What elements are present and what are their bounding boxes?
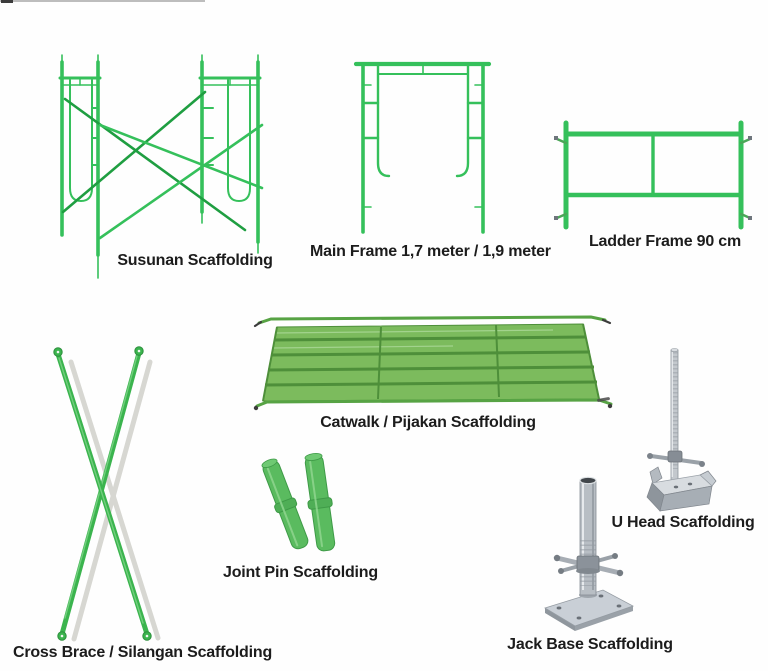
top-edge-line [0, 0, 205, 2]
jack-base-figure [523, 468, 658, 636]
main-frame-figure [350, 55, 495, 240]
u-head-label: U Head Scaffolding [611, 514, 755, 531]
ladder-frame-illustration [554, 120, 752, 230]
jack-base-illustration [544, 476, 634, 631]
ladder-frame-label: Ladder Frame 90 cm [588, 233, 742, 250]
susunan-scaffolding-label: Susunan Scaffolding [117, 252, 273, 269]
catwalk-figure [253, 307, 613, 412]
u-head-illustration [646, 348, 717, 512]
cross-brace-label: Cross Brace / Silangan Scaffolding [12, 644, 273, 661]
joint-pin-label: Joint Pin Scaffolding [223, 564, 378, 581]
cross-brace-illustration [53, 346, 161, 642]
susunan-scaffolding-illustration [58, 54, 264, 279]
main-frame-illustration [353, 61, 492, 234]
main-frame-label: Main Frame 1,7 meter / 1,9 meter [310, 243, 551, 260]
cross-brace-figure [25, 338, 185, 648]
susunan-scaffolding-figure [40, 52, 290, 287]
u-head-figure [638, 337, 753, 515]
joint-pin-figure [245, 443, 355, 558]
top-edge-stub [1, 0, 13, 3]
catwalk-label: Catwalk / Pijakan Scaffolding [320, 414, 536, 431]
joint-pin-illustration [261, 452, 336, 552]
jack-base-label: Jack Base Scaffolding [507, 636, 673, 653]
catwalk-illustration [253, 315, 613, 411]
ladder-frame-figure [553, 115, 753, 235]
